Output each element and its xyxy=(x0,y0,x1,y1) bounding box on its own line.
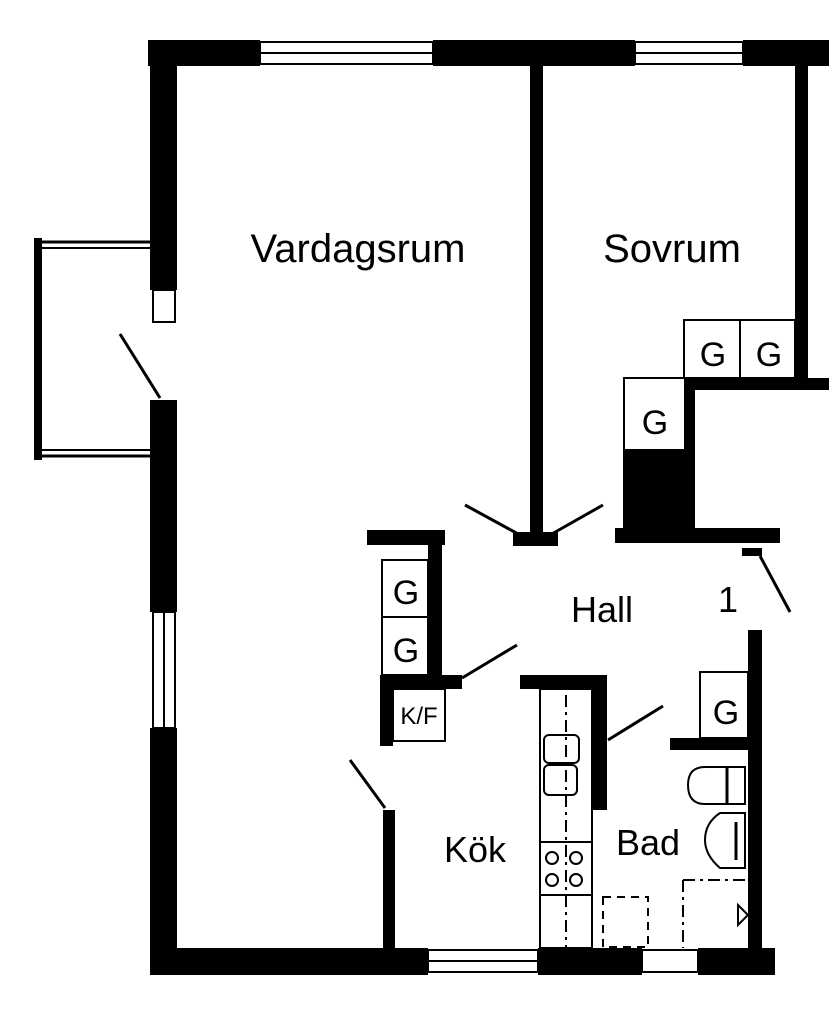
fridge-freezer-label: K/F xyxy=(400,703,437,730)
wardrobe-label: G xyxy=(393,632,419,670)
wardrobe-label: G xyxy=(642,404,668,442)
wardrobe-label: G xyxy=(713,694,739,732)
room-label-bedroom: Sovrum xyxy=(603,227,741,271)
toilet-icon xyxy=(686,766,746,805)
room-label-kitchen: Kök xyxy=(444,829,507,870)
room-label-hall: Hall xyxy=(571,589,633,630)
wardrobe-label: G xyxy=(756,336,782,374)
washing-machine-icon xyxy=(602,896,649,948)
balcony xyxy=(34,238,162,460)
washbasin-icon xyxy=(703,812,746,869)
wardrobe-label: G xyxy=(700,336,726,374)
windows xyxy=(152,41,744,973)
interior-walls xyxy=(367,66,829,950)
wardrobe-boxes xyxy=(381,319,796,742)
wardrobe-label: G xyxy=(393,574,419,612)
room-label-living-room: Vardagsrum xyxy=(251,227,466,271)
door-swings xyxy=(348,503,792,809)
stove-icon xyxy=(545,851,583,887)
room-label-bathroom: Bad xyxy=(616,822,680,863)
bathroom-fixtures xyxy=(602,766,750,948)
entrance-number: 1 xyxy=(718,579,738,620)
kitchen-counter xyxy=(539,688,593,949)
outer-walls xyxy=(148,40,829,975)
sink-icon xyxy=(543,734,580,764)
